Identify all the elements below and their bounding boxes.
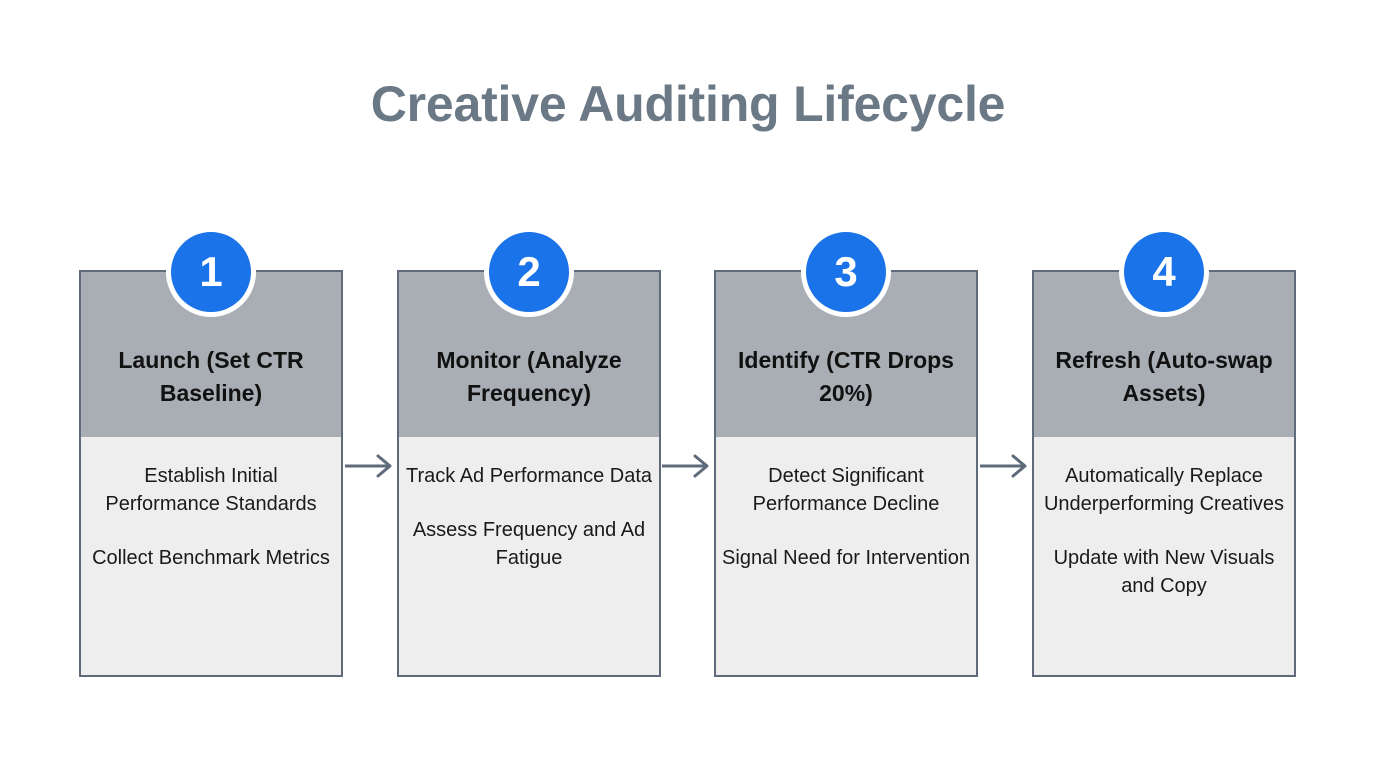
step-card-4[interactable]: Refresh (Auto-swap Assets) Automatically…: [1032, 270, 1296, 677]
arrow-right-icon: [980, 454, 1027, 478]
arrow-right-icon: [662, 454, 709, 478]
arrow-step1-to-step2: [345, 452, 399, 480]
step-badge-4[interactable]: 4: [1119, 227, 1209, 317]
step-badge-1[interactable]: 1: [166, 227, 256, 317]
step-card-4-detail-1: Automatically Replace Underperforming Cr…: [1043, 465, 1285, 515]
step-card-3-body: Detect Significant Performance Decline S…: [722, 462, 970, 572]
step-card-2-detail-2: Assess Frequency and Ad Fatigue: [412, 519, 646, 569]
step-card-2[interactable]: Monitor (Analyze Frequency) Track Ad Per…: [397, 270, 661, 677]
step-card-4-title: Refresh (Auto-swap Assets): [1055, 347, 1273, 407]
step-card-1-detail-2: Collect Benchmark Metrics: [92, 547, 330, 569]
page-title: Creative Auditing Lifecycle: [370, 76, 1006, 132]
step-badge-3[interactable]: 3: [801, 227, 891, 317]
step-card-1-detail-1: Establish Initial Performance Standards: [105, 465, 317, 515]
step-card-3-title: Identify (CTR Drops 20%): [738, 347, 954, 407]
step-card-2-body: Track Ad Performance Data Assess Frequen…: [405, 462, 653, 572]
step-card-1[interactable]: Launch (Set CTR Baseline) Establish Init…: [79, 270, 343, 677]
step-card-3-detail-1: Detect Significant Performance Decline: [752, 465, 940, 515]
step-card-2-title: Monitor (Analyze Frequency): [436, 347, 622, 407]
step-card-3[interactable]: Identify (CTR Drops 20%) Detect Signific…: [714, 270, 978, 677]
step-card-3-detail-2: Signal Need for Intervention: [722, 547, 970, 569]
arrow-step2-to-step3: [662, 452, 716, 480]
arrow-step3-to-step4: [980, 452, 1034, 480]
arrow-right-icon: [345, 454, 392, 478]
step-card-1-title: Launch (Set CTR Baseline): [118, 347, 304, 407]
step-card-4-detail-2: Update with New Visuals and Copy: [1053, 547, 1275, 597]
step-card-4-body: Automatically Replace Underperforming Cr…: [1040, 462, 1288, 600]
step-card-1-body: Establish Initial Performance Standards …: [87, 462, 335, 572]
step-badge-2[interactable]: 2: [484, 227, 574, 317]
step-card-2-detail-1: Track Ad Performance Data: [405, 465, 653, 487]
